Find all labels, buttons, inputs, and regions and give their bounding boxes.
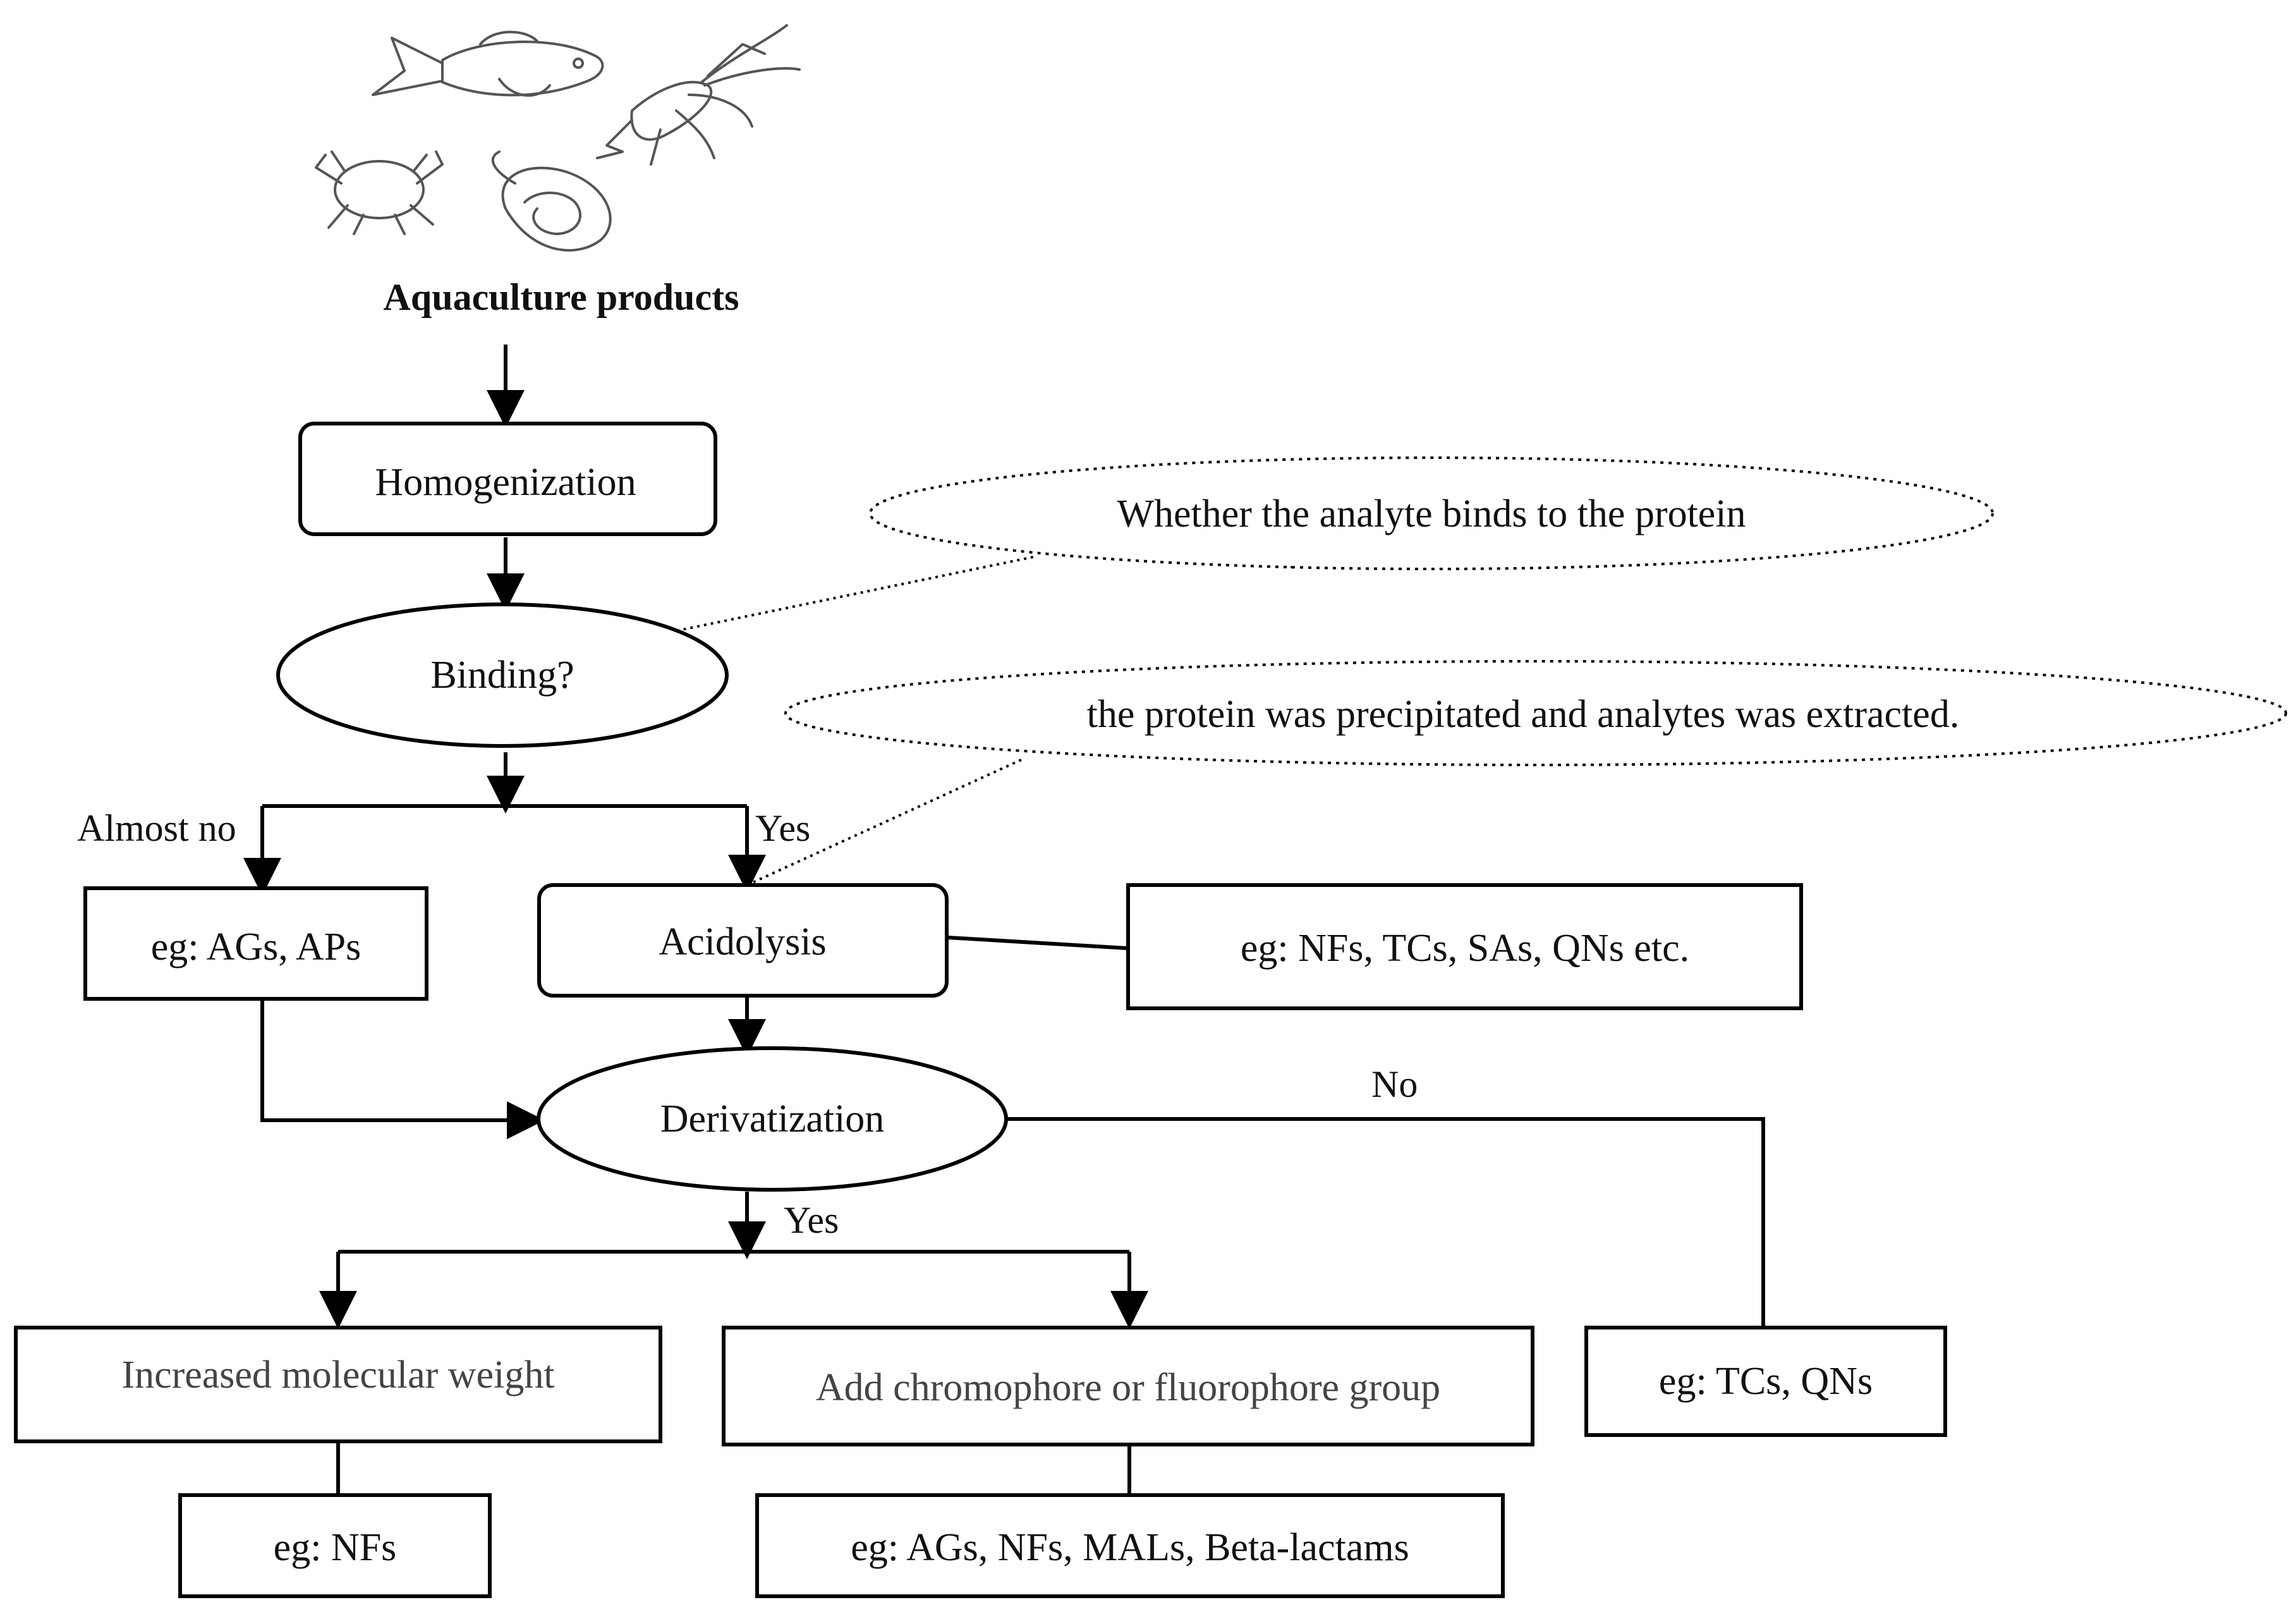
aquaculture-products-label: Aquaculture products — [384, 276, 739, 318]
acidolysis-callout-text: the protein was precipitated and analyte… — [1087, 693, 1960, 736]
yes-binding-label: Yes — [755, 807, 810, 849]
acidolysis-to-examples-line — [947, 936, 1129, 950]
binding-callout-ellipse — [869, 456, 1994, 570]
acidolysis-callout-leader — [746, 757, 1024, 886]
chromophore-examples-text: eg: AGs, NFs, MALs, Beta-lactams — [851, 1526, 1409, 1569]
yes-derivatization-label: Yes — [784, 1199, 839, 1241]
callouts: Whether the analyte binds to the protein… — [669, 456, 2287, 886]
tcs-qns-text: eg: TCs, QNs — [1659, 1360, 1873, 1403]
chromophore-text: Add chromophore or fluorophore group — [816, 1366, 1440, 1409]
acidolysis-box — [537, 883, 949, 998]
connectors — [243, 345, 1765, 1495]
homogenization-text: Homogenization — [375, 461, 636, 504]
nfs-text: eg: NFs — [274, 1526, 397, 1569]
arrow-ags-to-derivatization — [260, 999, 545, 1139]
tcs-qns-box — [1584, 1326, 1947, 1437]
almost-no-label: Almost no — [77, 807, 236, 849]
nfs-box — [178, 1493, 492, 1598]
increased-molecular-weight-box — [14, 1326, 662, 1443]
derivatization-no-line — [1005, 1117, 1765, 1328]
binding-callout-leader — [669, 555, 1037, 633]
binding-text: Binding? — [430, 654, 574, 697]
binding-callout-text: Whether the analyte binds to the protein — [1117, 492, 1746, 535]
acidolysis-text: Acidolysis — [659, 920, 826, 963]
chromophore-examples-box — [755, 1493, 1505, 1598]
increased-molecular-weight-text: Increased molecular weight — [121, 1353, 554, 1396]
acidolysis-examples-text: eg: NFs, TCs, SAs, QNs etc. — [1241, 927, 1689, 970]
derivatization-decision — [537, 1046, 1008, 1192]
homogenization-box — [298, 422, 717, 536]
no-derivatization-label: No — [1371, 1063, 1418, 1105]
edge-labels: Almost no Yes No Yes — [77, 807, 1418, 1241]
binding-decision — [276, 602, 729, 748]
derivatization-text: Derivatization — [660, 1097, 885, 1140]
nodes: Homogenization Binding? eg: AGs, APs Aci… — [14, 422, 1947, 1598]
fish-sketch — [372, 30, 604, 97]
crayfish-sketch — [596, 24, 801, 166]
seafood-illustration — [315, 24, 801, 252]
acidolysis-examples-box — [1126, 883, 1803, 1010]
ags-aps-box — [83, 886, 428, 1001]
acidolysis-callout-ellipse — [784, 660, 2287, 766]
shrimp-sketch — [491, 150, 612, 252]
crab-sketch — [315, 150, 444, 235]
ags-aps-text: eg: AGs, APs — [151, 926, 361, 968]
chromophore-box — [722, 1326, 1534, 1446]
